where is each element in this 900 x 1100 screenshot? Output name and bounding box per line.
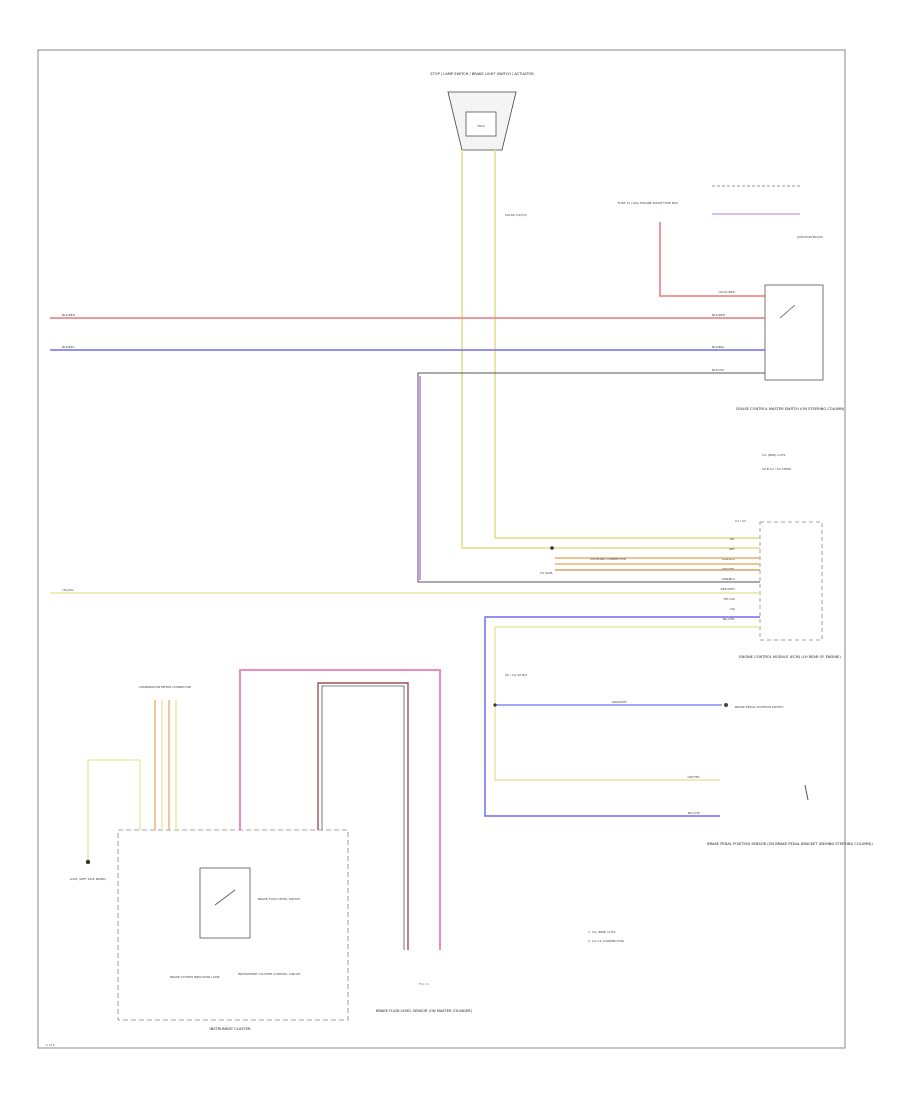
splice-top-label: S0106 (C2/C3) (505, 213, 527, 217)
clutch-caption: BRAKE PEDAL POSITION SWITCH (735, 705, 784, 709)
brake-wire-b-label: BLU/VIO (688, 811, 701, 815)
ecm-row-label: GRY (729, 547, 735, 551)
ground-label: G301 (LEFT KICK PANEL) (70, 877, 107, 881)
wire-yellow-a (461, 150, 760, 549)
brake-wire-a-label: GRY/YEL (688, 775, 701, 779)
wire-black-inner (321, 685, 405, 950)
wire-blue-left-label: BLK/BLU (62, 345, 74, 349)
wire-red-left-label: BLK/RED (62, 313, 76, 317)
ecm-row-label: BLU/YEL (723, 617, 736, 621)
combination-meter-connector: COMBINATION METER CONNECTOR (139, 685, 192, 830)
wire-yellow-left-label: YEL/VIO (62, 588, 74, 592)
clutch-note: S0 / C/L S0 B/2 (505, 673, 527, 677)
instrument-cluster: INSTRUMENT CLUSTER BRAKE FLUID LEVEL SWI… (117, 829, 349, 1031)
wire-dark-loop (317, 682, 409, 950)
ecm-row-label: RED/WHT (721, 587, 736, 591)
fuse-box-name: JUNCTION BLOCK (796, 235, 824, 239)
fuse-box-note: FUSE 12 (10A) ENGINE ROOM FUSE BOX (618, 201, 678, 205)
brake-pedal-sensor: BRAKE PEDAL POSITION SENSOR (ON BRAKE PE… (707, 784, 873, 846)
wire-blue-loop (484, 616, 760, 817)
splice-mid-left-label: COUPLING CONNECTOR (590, 557, 626, 561)
wire-red-feed (659, 222, 765, 297)
cruise-master-switch: LOGIC/RED CRUISE CONTROL MASTER SWITCH (… (718, 284, 845, 411)
wire-red-right-label: BLK/RED (712, 313, 726, 317)
cluster-name: INSTRUMENT CLUSTER (210, 1027, 251, 1031)
top-sensor-title: STOP / LAMP SWITCH / BRAKE LIGHT SWITCH … (430, 72, 534, 76)
wire-ground (87, 759, 141, 860)
splice-mid-label: C0 S205 (540, 571, 553, 575)
cluster-lamp-label: BRAKE SYSTEM INDICATOR LAMP (170, 975, 220, 979)
wire-yellow-loop (494, 626, 760, 781)
clutch-wire-label: GRN/WHT (612, 700, 627, 704)
splice-right-note: C/L (BRN) CUTS (762, 453, 786, 457)
wire-blue-right-label: BLK/BLU (712, 345, 724, 349)
switch-top-wire-label: LOGIC/RED (718, 290, 735, 294)
legend-2: 2. C/L C2 (CONNECTOR) (588, 939, 624, 943)
page-frame (37, 49, 846, 1049)
cluster-switch-label: BRAKE FLUID LEVEL SWITCH (258, 897, 300, 901)
wire-black-right-label: BLK/VIO (712, 368, 725, 372)
ecm-header: C2 / C3 (735, 519, 746, 523)
top-sensor-body-label: TRS2 (476, 124, 485, 128)
legend-1: 1. C/L (BRN) CUTS (588, 930, 615, 934)
ecm-row-label: ORN/BLU (722, 577, 735, 581)
pink-bottom-tag: F-1 / 1 (419, 982, 429, 986)
ecm-caption: ENGINE CONTROL MODULE (ECM) (LH REAR OF … (739, 655, 841, 659)
ecm-row-label: ORN/YEL (722, 567, 735, 571)
ecm-block: C2 / C3 YEL GRY ORN/BLK ORN/YEL ORN/BLU RED/W… (721, 519, 842, 659)
pink-bottom-caption: BRAKE FLUID LEVEL SENSOR (ON MASTER CYLI… (376, 1009, 473, 1013)
wire-black-to-ecm (417, 372, 765, 583)
ecm-row-labels: YEL GRY ORN/BLK ORN/YEL ORN/BLU RED/WHT YEL/VI… (721, 537, 736, 621)
wire-pink-loop (239, 669, 441, 950)
page-number: 1 of 2 (46, 1043, 55, 1047)
top-sensor-component: STOP / LAMP SWITCH / BRAKE LIGHT SWITCH … (430, 72, 534, 151)
ecm-row-label: VIO (730, 607, 736, 611)
ecm-row-label: ORN/BLK (722, 557, 736, 561)
ecm-row-label: YEL (730, 537, 736, 541)
cluster-circuit-label: INSTRUMENT CLUSTER CONTROL CIRCUIT (238, 972, 301, 976)
junction-block: FUSE 12 (10A) ENGINE ROOM FUSE BOX JUNCT… (618, 185, 824, 239)
splice-right-sub: S0 B C2 / S3 STEER (762, 467, 791, 471)
switch-caption: CRUISE CONTROL MASTER SWITCH (ON STEERIN… (736, 407, 845, 411)
wire-yellow-b (494, 150, 760, 539)
brake-caption: BRAKE PEDAL POSITION SENSOR (ON BRAKE PE… (707, 842, 873, 846)
ecm-row-label: YEL/VIO (723, 597, 735, 601)
connector-cluster-top-label: COMBINATION METER CONNECTOR (139, 685, 192, 689)
